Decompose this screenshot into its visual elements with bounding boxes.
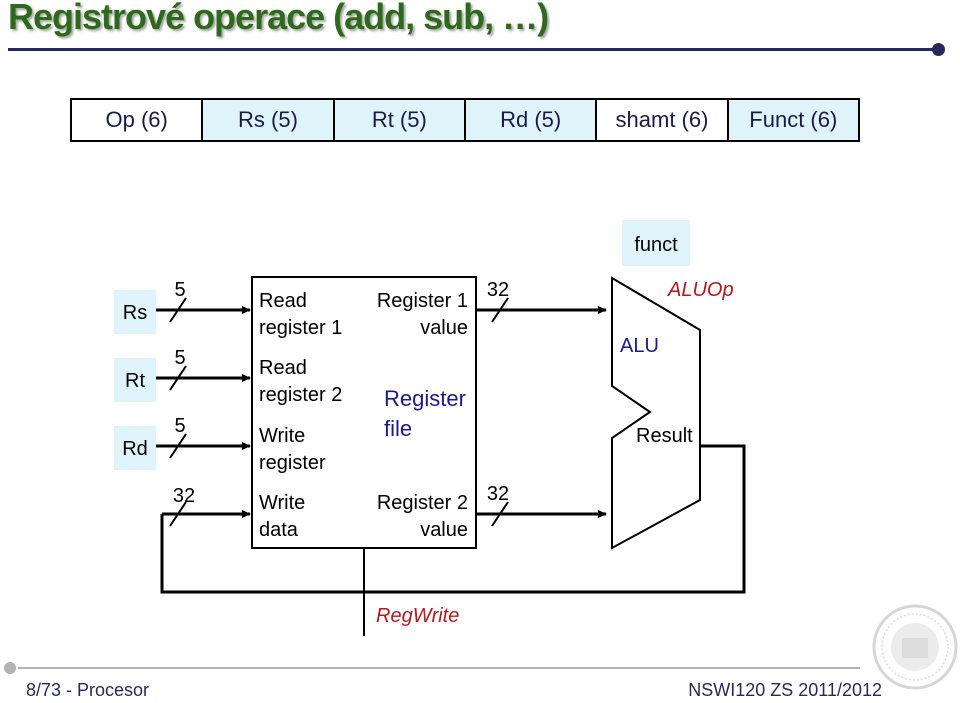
rd-input-label: Rd	[122, 438, 148, 460]
slide-title: Registrové operace (add, sub, …)	[8, 0, 549, 37]
write-data-width-label: 32	[173, 485, 195, 507]
field-rs: Rs (5)	[201, 100, 333, 140]
aluop-label: ALUOp	[667, 279, 734, 301]
reg1-bus-slash	[491, 297, 509, 323]
read-register-2-line1: Read	[259, 357, 307, 379]
instruction-format: Op (6) Rs (5) Rt (5) Rd (5) shamt (6) Fu…	[70, 98, 860, 142]
field-rt: Rt (5)	[332, 100, 464, 140]
title-rule-dot	[932, 43, 945, 56]
rs-bus-slash	[169, 297, 187, 323]
reg2-width-label: 32	[487, 483, 509, 505]
read-register-1-line2: register 1	[259, 317, 342, 339]
title-rule	[8, 48, 936, 51]
register-2-value-line1: Register 2	[377, 492, 468, 514]
funct-box	[622, 220, 690, 266]
write-data-line2: data	[259, 519, 299, 541]
write-data-bus-slash	[169, 501, 187, 527]
field-op: Op (6)	[105, 107, 168, 132]
rt-input-label: Rt	[125, 370, 145, 392]
register-file-name-line1: Register	[384, 386, 466, 411]
rd-input-box	[114, 426, 156, 470]
write-register-line2: register	[259, 452, 326, 474]
slide-number: 8/73 - Procesor	[26, 680, 150, 700]
rs-input-box	[114, 290, 156, 334]
result-feedback-wire	[160, 444, 746, 594]
register-1-value-line1: Register 1	[377, 290, 468, 312]
field-funct: Funct (6)	[726, 100, 858, 140]
register-2-value-line2: value	[420, 519, 468, 541]
reg2-bus-slash	[491, 501, 509, 527]
funct-label: funct	[634, 234, 678, 256]
course-label: NSWI120 ZS 2011/2012	[688, 680, 882, 700]
footer-rule	[18, 667, 860, 669]
write-data-line1: Write	[259, 492, 305, 514]
read-register-2-line2: register 2	[259, 384, 342, 406]
alu-result-label: Result	[636, 425, 693, 447]
read-register-1-line1: Read	[259, 290, 307, 312]
register-1-value-line2: value	[420, 317, 468, 339]
alu-shape	[611, 276, 701, 550]
regwrite-label: RegWrite	[376, 605, 459, 627]
rd-width-label: 5	[174, 415, 185, 437]
field-shamt: shamt (6)	[595, 100, 726, 140]
alu-label: ALU	[620, 335, 659, 357]
write-register-line1: Write	[259, 425, 305, 447]
rt-input-box	[114, 358, 156, 402]
reg1-width-label: 32	[487, 279, 509, 301]
university-seal-icon	[872, 604, 958, 690]
rt-bus-slash	[169, 365, 187, 391]
rs-width-label: 5	[174, 279, 185, 301]
rt-width-label: 5	[174, 347, 185, 369]
field-rd: Rd (5)	[463, 100, 596, 140]
rd-bus-slash	[169, 433, 187, 459]
register-file-name-line2: file	[384, 416, 412, 441]
rs-input-label: Rs	[123, 302, 147, 324]
footer-rule-dot	[4, 662, 16, 674]
register-file-box	[251, 276, 477, 549]
